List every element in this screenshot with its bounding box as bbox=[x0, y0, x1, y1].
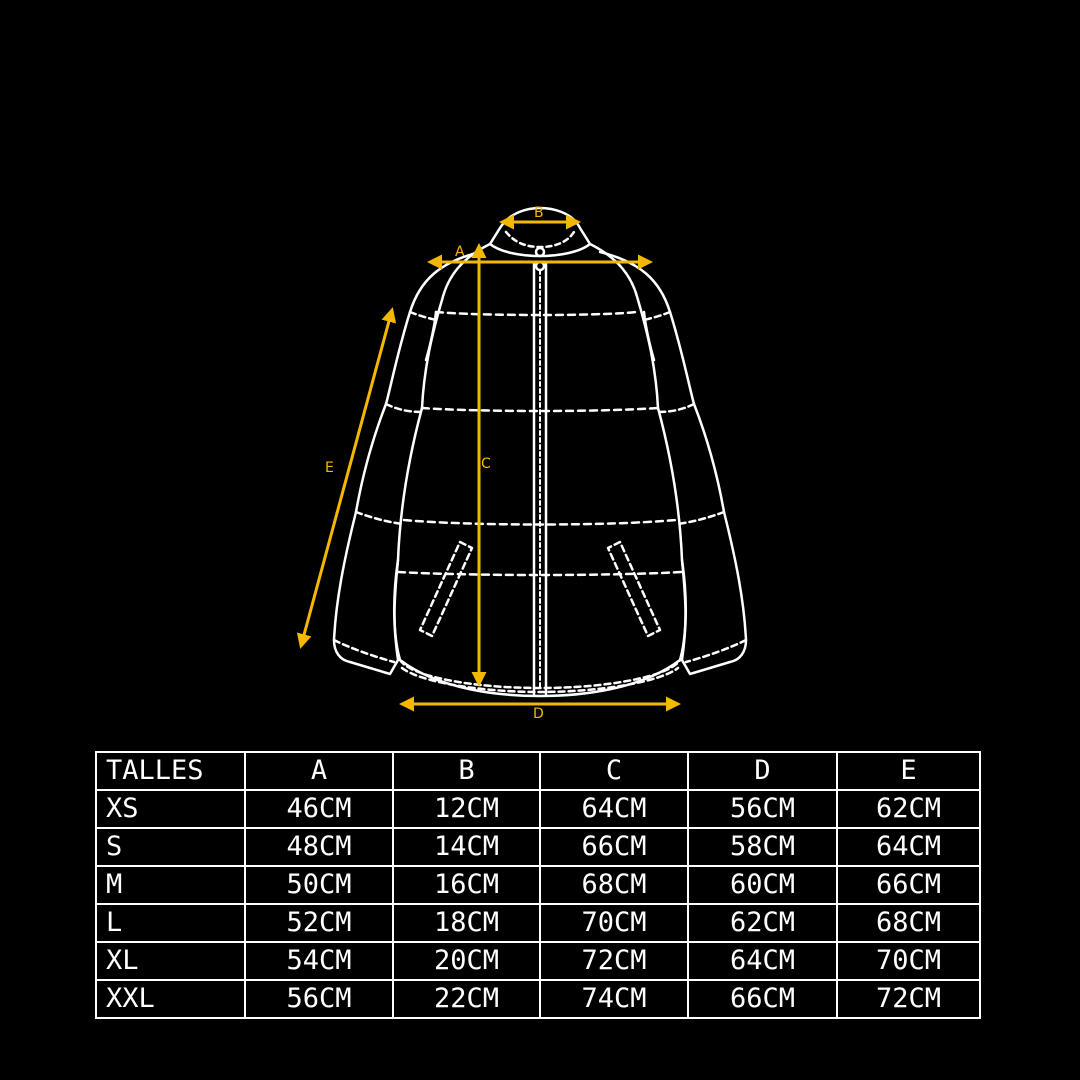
measurement-lines bbox=[296, 214, 681, 712]
size-label: XXL bbox=[95, 979, 246, 1019]
size-label: S bbox=[95, 827, 246, 867]
table-cell: 70CM bbox=[836, 941, 981, 981]
jacket-quilt-line-4 bbox=[396, 570, 684, 577]
jacket-left-sleeve-quilt-2 bbox=[384, 402, 424, 414]
table-cell: 72CM bbox=[836, 979, 981, 1019]
table-cell: 56CM bbox=[244, 979, 394, 1019]
label-b: B bbox=[534, 205, 544, 221]
table-cell: 14CM bbox=[392, 827, 541, 867]
size-label: XL bbox=[95, 941, 246, 981]
jacket-illustration bbox=[332, 206, 748, 698]
jacket-left-sleeve-quilt-3 bbox=[354, 510, 404, 526]
label-a: A bbox=[455, 244, 465, 260]
table-row: XXL 56CM 22CM 74CM 66CM 72CM bbox=[95, 979, 981, 1019]
table-cell: 58CM bbox=[687, 827, 838, 867]
jacket-quilt-line-1 bbox=[434, 310, 638, 317]
header-e: E bbox=[836, 751, 981, 791]
table-cell: 68CM bbox=[836, 903, 981, 943]
header-a: A bbox=[244, 751, 394, 791]
header-c: C bbox=[539, 751, 689, 791]
table-cell: 62CM bbox=[687, 903, 838, 943]
jacket-zipper-top bbox=[534, 246, 546, 258]
size-chart-table: TALLES A B C D E XS 46CM 12CM 64CM 56CM … bbox=[95, 751, 981, 1019]
table-row: L 52CM 18CM 70CM 62CM 68CM bbox=[95, 903, 981, 943]
table-cell: 66CM bbox=[539, 827, 689, 867]
table-cell: 72CM bbox=[539, 941, 689, 981]
table-cell: 60CM bbox=[687, 865, 838, 905]
table-cell: 74CM bbox=[539, 979, 689, 1019]
table-row: M 50CM 16CM 68CM 60CM 66CM bbox=[95, 865, 981, 905]
jacket-left-sleeve bbox=[332, 250, 482, 676]
jacket-left-sleeve-quilt-1 bbox=[408, 310, 438, 322]
table-cell: 66CM bbox=[836, 865, 981, 905]
label-c: C bbox=[481, 456, 491, 472]
table-cell: 66CM bbox=[687, 979, 838, 1019]
jacket-right-sleeve bbox=[598, 250, 748, 676]
jacket-collar-inner bbox=[504, 230, 576, 249]
table-cell: 20CM bbox=[392, 941, 541, 981]
jacket-left-pocket bbox=[418, 540, 474, 638]
jacket-right-armhole bbox=[642, 310, 656, 362]
table-cell: 22CM bbox=[392, 979, 541, 1019]
jacket-quilt-line-2 bbox=[420, 406, 660, 413]
table-cell: 50CM bbox=[244, 865, 394, 905]
table-header-row: TALLES A B C D E bbox=[95, 751, 981, 791]
jacket-body bbox=[393, 242, 687, 698]
table-cell: 56CM bbox=[687, 789, 838, 829]
table-cell: 46CM bbox=[244, 789, 394, 829]
jacket-right-sleeve-cuff bbox=[684, 638, 748, 664]
table-cell: 64CM bbox=[687, 941, 838, 981]
size-label: XS bbox=[95, 789, 246, 829]
jacket-right-sleeve-quilt-3 bbox=[676, 510, 726, 526]
table-cell: 54CM bbox=[244, 941, 394, 981]
size-label: L bbox=[95, 903, 246, 943]
jacket-right-sleeve-quilt-1 bbox=[642, 310, 672, 322]
table-row: XL 54CM 20CM 72CM 64CM 70CM bbox=[95, 941, 981, 981]
jacket-hem-band-2 bbox=[400, 666, 680, 694]
measure-line-e bbox=[296, 307, 397, 649]
jacket-diagram-svg: A B C D E bbox=[296, 205, 748, 722]
header-d: D bbox=[687, 751, 838, 791]
jacket-right-pocket bbox=[606, 540, 662, 638]
table-cell: 16CM bbox=[392, 865, 541, 905]
header-b: B bbox=[392, 751, 541, 791]
table-cell: 18CM bbox=[392, 903, 541, 943]
jacket-left-armhole bbox=[424, 310, 438, 362]
table-cell: 52CM bbox=[244, 903, 394, 943]
table-row: S 48CM 14CM 66CM 58CM 64CM bbox=[95, 827, 981, 867]
table-cell: 64CM bbox=[836, 827, 981, 867]
header-talles: TALLES bbox=[95, 751, 246, 791]
size-label: M bbox=[95, 865, 246, 905]
table-cell: 12CM bbox=[392, 789, 541, 829]
table-cell: 68CM bbox=[539, 865, 689, 905]
table-cell: 64CM bbox=[539, 789, 689, 829]
jacket-right-sleeve-quilt-2 bbox=[656, 402, 696, 414]
table-row: XS 46CM 12CM 64CM 56CM 62CM bbox=[95, 789, 981, 829]
jacket-measurement-diagram: A B C D E bbox=[296, 205, 748, 722]
table-cell: 62CM bbox=[836, 789, 981, 829]
label-e: E bbox=[325, 460, 334, 476]
table-cell: 48CM bbox=[244, 827, 394, 867]
label-d: D bbox=[533, 706, 544, 722]
table-cell: 70CM bbox=[539, 903, 689, 943]
